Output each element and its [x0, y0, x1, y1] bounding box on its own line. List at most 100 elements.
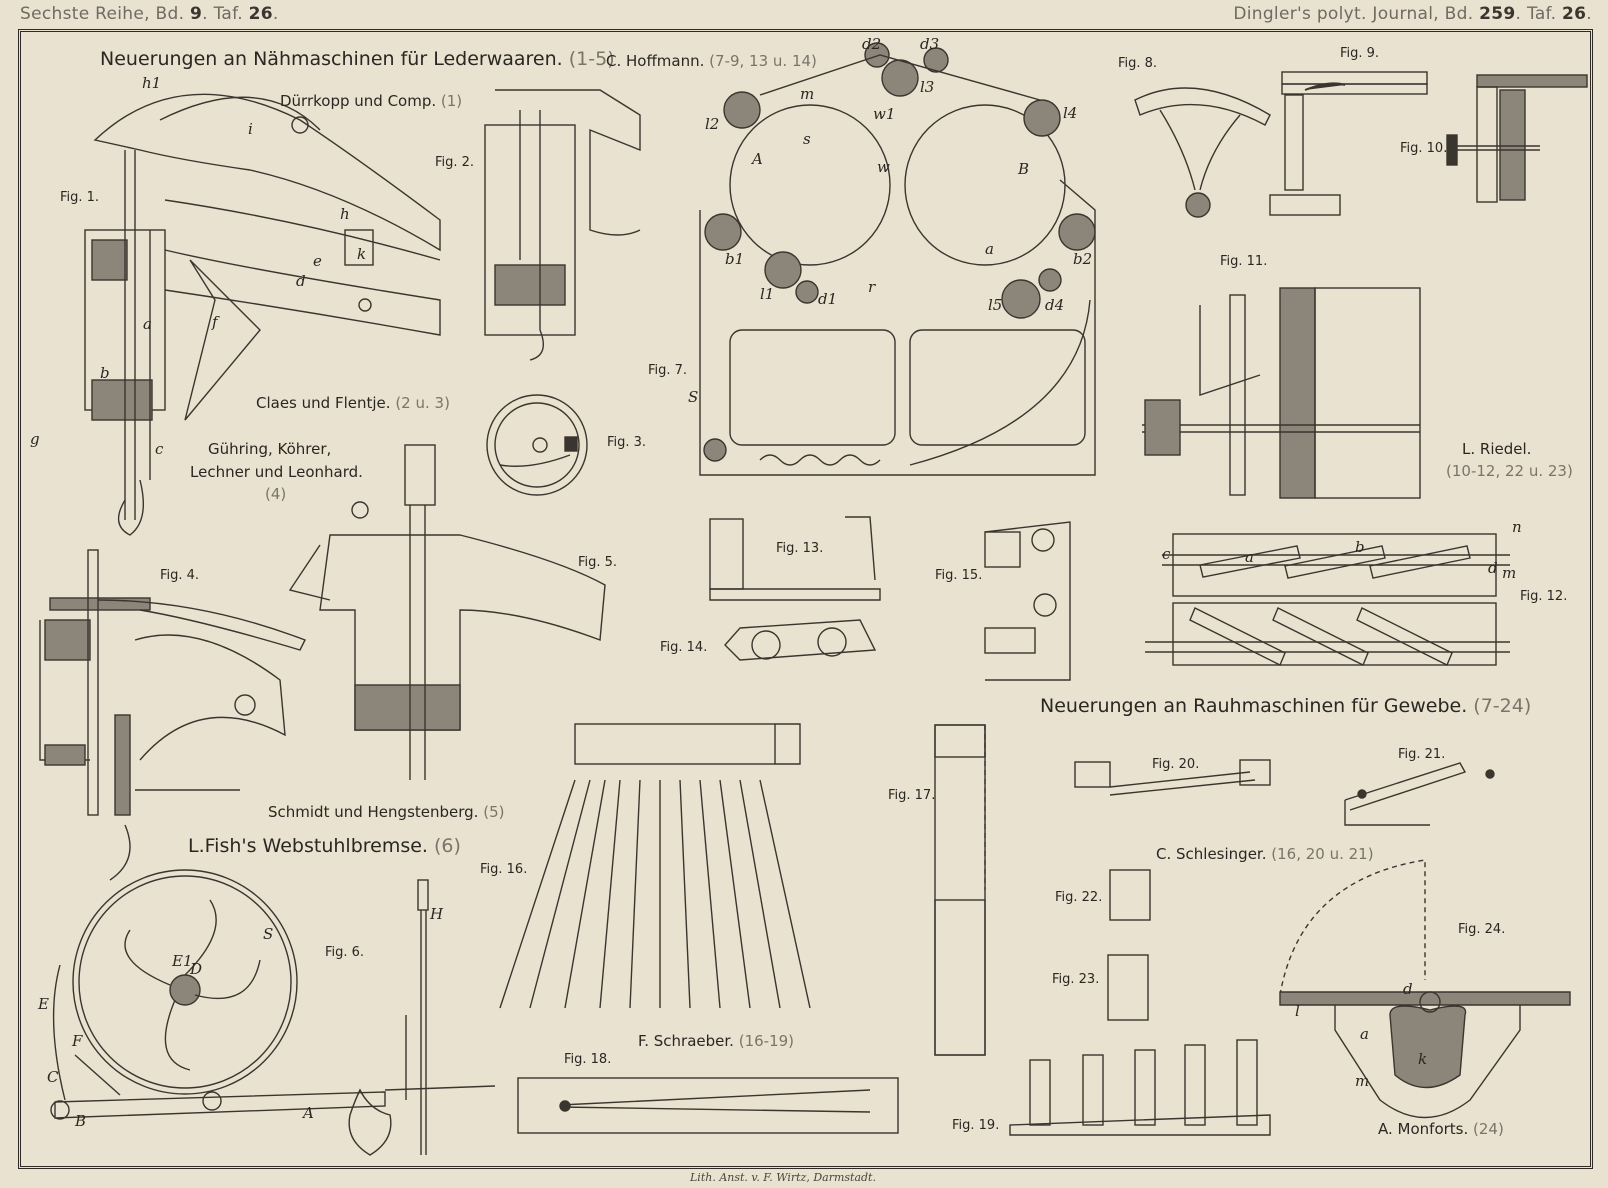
- fig19-drawing: [1009, 1039, 1271, 1136]
- fig15-drawing: [984, 521, 1071, 681]
- fig5-drawing: [288, 444, 606, 780]
- manufacturer-name: L. Riedel.: [1462, 440, 1532, 458]
- part-label: d3: [920, 35, 940, 53]
- fig-21-label: Fig. 21.: [1398, 747, 1446, 762]
- part-label: r: [868, 278, 876, 296]
- fig-12-label: Fig. 12.: [1520, 589, 1568, 604]
- part-label: A: [752, 150, 763, 168]
- part-label: a: [1360, 1025, 1369, 1043]
- fig17-drawing: [934, 724, 986, 1056]
- part-label: l4: [1063, 104, 1078, 122]
- header-end: .: [272, 4, 279, 24]
- fig11-drawing: [1142, 287, 1421, 499]
- fig-13-label: Fig. 13.: [776, 541, 824, 556]
- part-label: n: [1512, 518, 1522, 536]
- fig7-drawing: [699, 42, 1096, 476]
- part-label: a: [143, 315, 152, 333]
- plate-prefix: . Taf.: [202, 4, 243, 24]
- fig14-drawing: [724, 619, 877, 661]
- part-label: F: [72, 1032, 83, 1050]
- fig-22-label: Fig. 22.: [1055, 890, 1103, 905]
- title-text: Neuerungen an Nähmaschinen für Lederwaar…: [100, 48, 563, 70]
- part-label: E1: [172, 952, 193, 970]
- fig21-drawing: [1344, 762, 1495, 826]
- fig9-drawing: [1269, 71, 1428, 216]
- plate-number: 26: [1562, 4, 1587, 24]
- fig-11-label: Fig. 11.: [1220, 254, 1268, 269]
- fig8-drawing: [1134, 87, 1271, 218]
- plate-frame: [18, 29, 1593, 1169]
- figure-reference: (10-12, 22 u. 23): [1446, 462, 1573, 480]
- manufacturer-name: Gühring, Köhrer,: [208, 440, 332, 458]
- section-title-loom: L.Fish's Webstuhlbremse. (6): [188, 835, 461, 857]
- part-label: C: [47, 1068, 59, 1086]
- part-label: m: [1355, 1072, 1370, 1090]
- manufacturer-schlesinger: C. Schlesinger. (16, 20 u. 21): [1156, 845, 1374, 863]
- part-label: S: [263, 925, 274, 943]
- manufacturer-hoffmann: C. Hoffmann. (7-9, 13 u. 14): [606, 52, 817, 70]
- figure-reference: (1-5): [568, 48, 615, 70]
- part-label: w1: [873, 105, 896, 123]
- manufacturer-name: Schmidt und Hengstenberg.: [268, 803, 479, 821]
- part-label: b: [100, 364, 110, 382]
- fig-17-label: Fig. 17.: [888, 788, 936, 803]
- part-label: D: [190, 960, 203, 978]
- fig-1-label: Fig. 1.: [60, 190, 100, 205]
- fig-10-label: Fig. 10.: [1400, 141, 1448, 156]
- figure-reference: (16, 20 u. 21): [1271, 845, 1374, 863]
- part-label: l: [1295, 1002, 1300, 1020]
- part-label: s: [803, 130, 811, 148]
- title-text: L.Fish's Webstuhlbremse.: [188, 835, 428, 857]
- fig4-drawing: [39, 549, 306, 881]
- part-label: h1: [142, 74, 162, 92]
- part-label: d: [296, 272, 306, 290]
- fig-3-label: Fig. 3.: [607, 435, 647, 450]
- title-text: Neuerungen an Rauhmaschinen für Gewebe.: [1040, 695, 1468, 717]
- part-label: a: [985, 240, 994, 258]
- part-label: S: [688, 388, 699, 406]
- part-label: d1: [818, 290, 838, 308]
- part-label: b2: [1073, 250, 1093, 268]
- figure-reference: (1): [440, 92, 463, 110]
- part-label: a: [1245, 548, 1254, 566]
- figure-reference: (24): [1473, 1120, 1504, 1138]
- part-label: w: [877, 158, 890, 176]
- part-label: l2: [705, 115, 720, 133]
- figure-reference: (4): [265, 485, 287, 503]
- manufacturer-name: Dürrkopp und Comp.: [280, 92, 437, 110]
- figure-reference: (16-19): [738, 1032, 795, 1050]
- part-label: B: [1018, 160, 1030, 178]
- fig24-drawing: [1279, 859, 1571, 1119]
- fig-14-label: Fig. 14.: [660, 640, 708, 655]
- figure-reference: (2 u. 3): [395, 394, 450, 412]
- manufacturer-riedel: L. Riedel.: [1462, 440, 1531, 458]
- part-label: d2: [862, 35, 882, 53]
- series-volume: 9: [190, 4, 203, 24]
- part-label: m: [800, 85, 815, 103]
- section-title-raising: Neuerungen an Rauhmaschinen für Gewebe. …: [1040, 695, 1531, 717]
- fig6-drawing: [50, 869, 496, 1156]
- part-label: l1: [760, 285, 775, 303]
- manufacturer-name: C. Hoffmann.: [606, 52, 705, 70]
- fig-8-label: Fig. 8.: [1118, 56, 1158, 71]
- part-label: h: [340, 205, 350, 223]
- fig-5-label: Fig. 5.: [578, 555, 618, 570]
- fig-2-label: Fig. 2.: [435, 155, 475, 170]
- manufacturer-guhring: Gühring, Köhrer,: [208, 440, 331, 458]
- fig-6-label: Fig. 6.: [325, 945, 365, 960]
- figure-reference: (7-9, 13 u. 14): [709, 52, 817, 70]
- part-label: d4: [1045, 296, 1065, 314]
- part-label: l3: [920, 78, 935, 96]
- fig-20-label: Fig. 20.: [1152, 757, 1200, 772]
- fig16-drawing: [499, 723, 811, 1009]
- manufacturer-claes: Claes und Flentje. (2 u. 3): [256, 394, 450, 412]
- part-label: b: [1355, 538, 1365, 556]
- part-label: c: [155, 440, 164, 458]
- manufacturer-name: A. Monforts.: [1378, 1120, 1469, 1138]
- manufacturer-schmidt: Schmidt und Hengstenberg. (5): [268, 803, 504, 821]
- part-label: k: [357, 245, 367, 263]
- fig-18-label: Fig. 18.: [564, 1052, 612, 1067]
- figure-reference: (6): [434, 835, 461, 857]
- part-label: f: [212, 313, 218, 331]
